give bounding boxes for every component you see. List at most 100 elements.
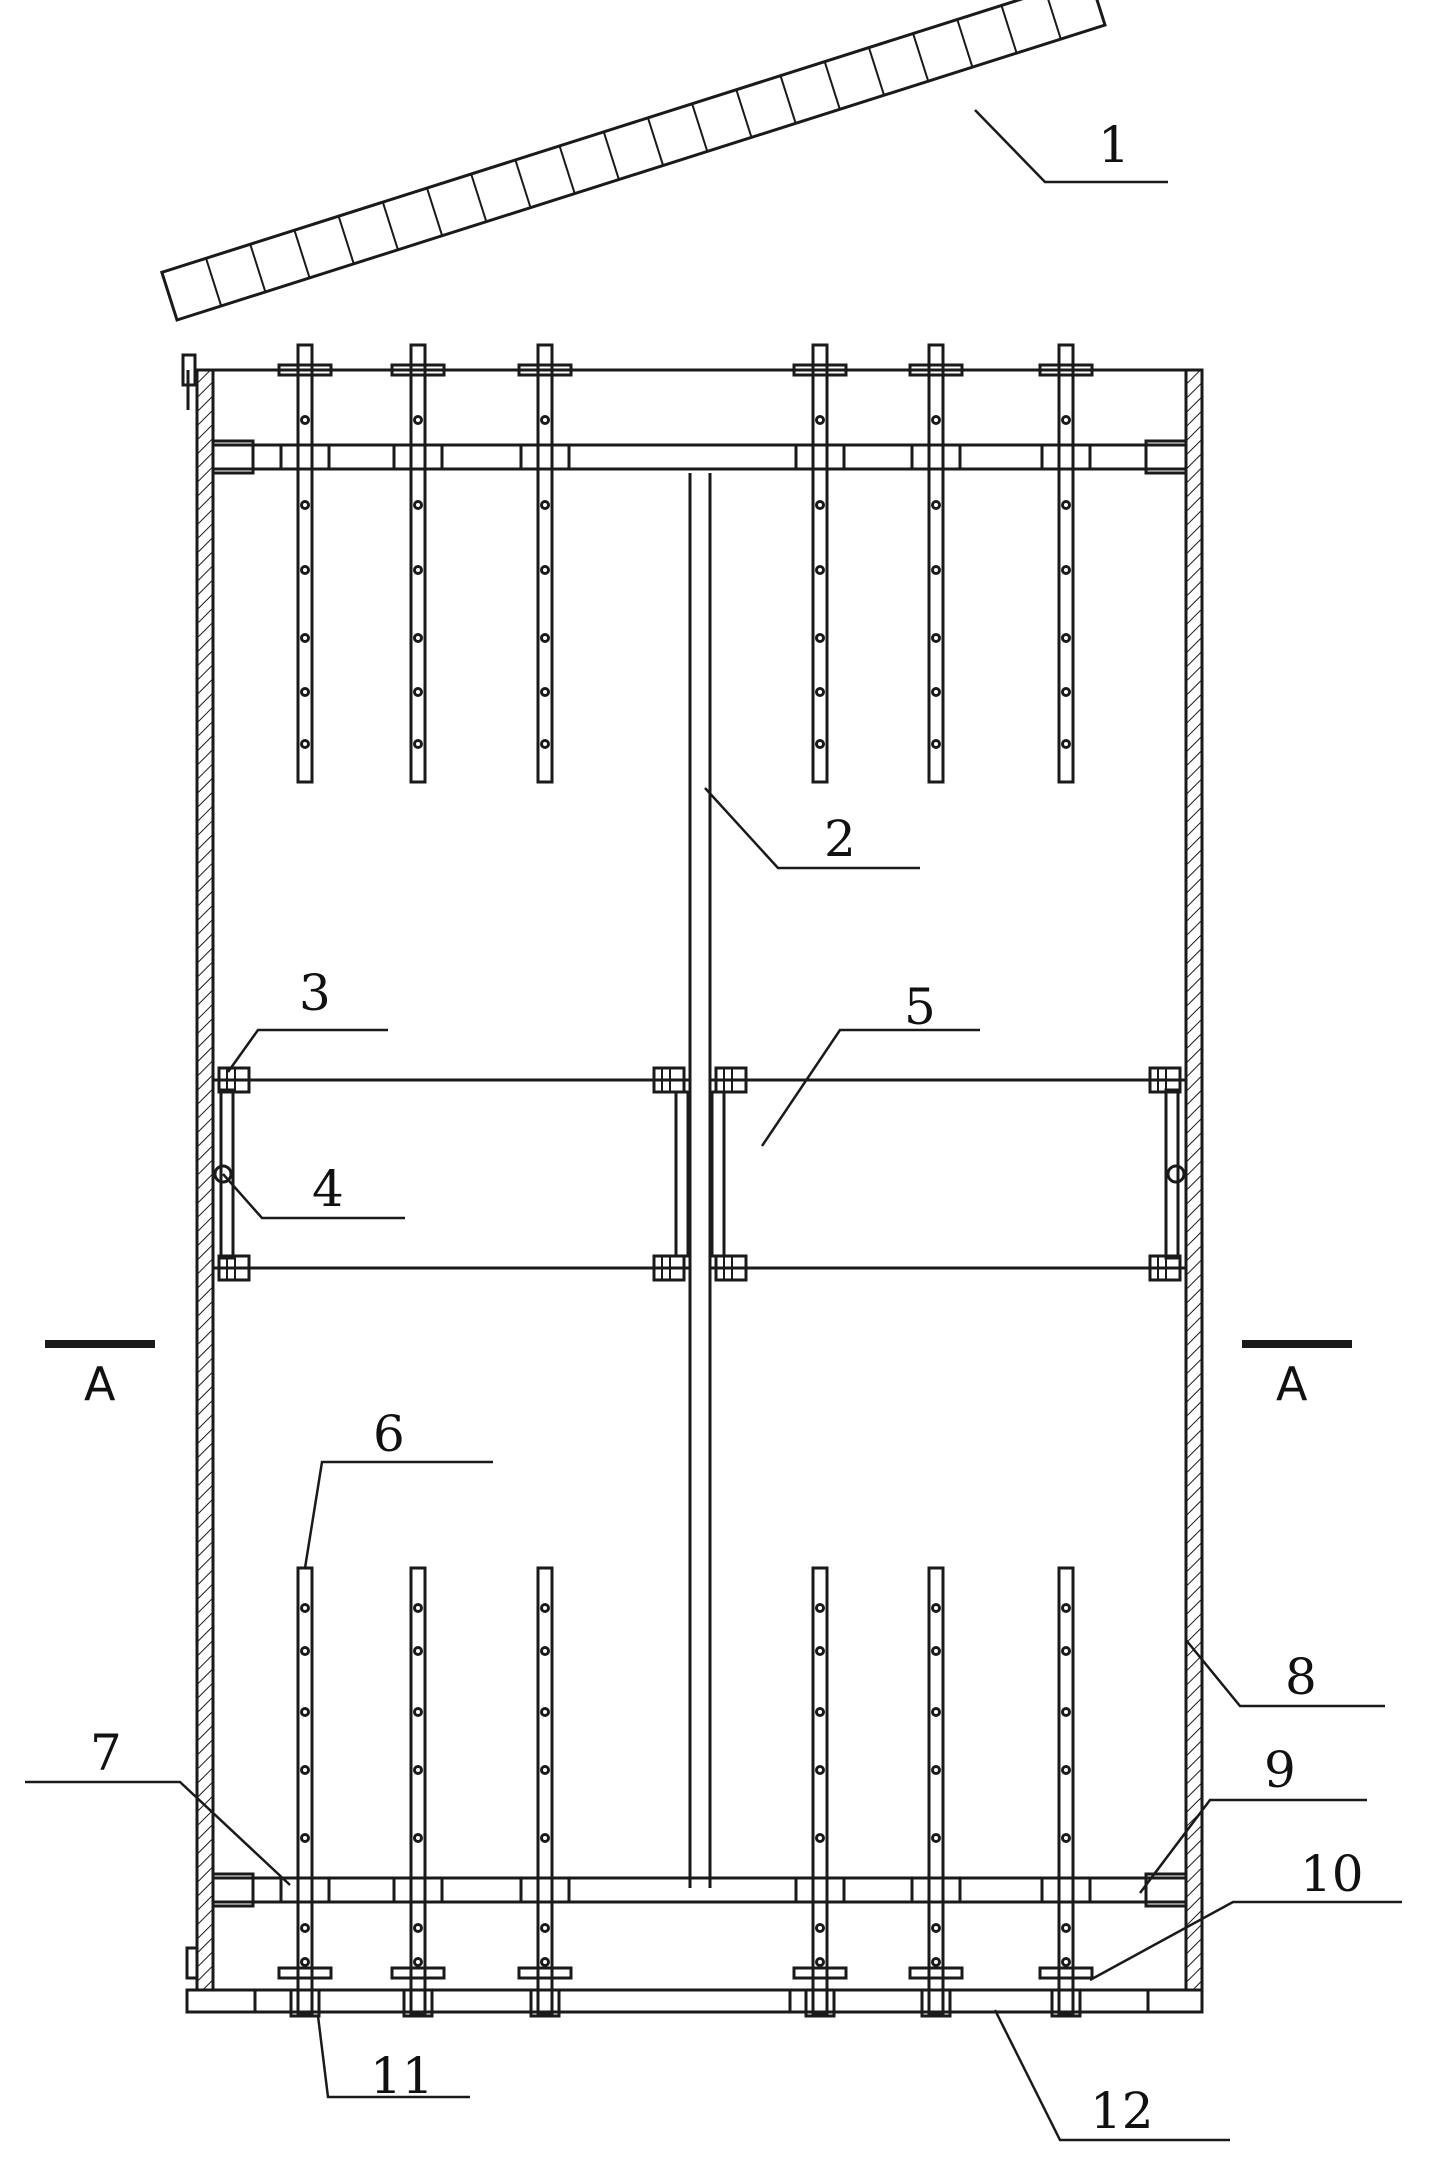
beam-joint xyxy=(519,1876,571,1904)
lid-segment xyxy=(602,131,620,180)
rod-hole xyxy=(300,415,310,425)
leader-4 xyxy=(222,1173,405,1220)
rod-hole xyxy=(931,1646,941,1656)
lid-segment xyxy=(1000,5,1018,54)
lid-segment xyxy=(735,89,753,138)
label-1: 1 xyxy=(1098,116,1130,174)
leader-1 xyxy=(974,109,1168,184)
rod xyxy=(1057,343,1075,784)
rod-cap xyxy=(390,1966,446,1980)
rod-hole xyxy=(300,739,310,749)
lid-segment xyxy=(779,75,797,124)
rod-hole xyxy=(540,1707,550,1717)
beam-joint xyxy=(392,443,444,471)
rod xyxy=(1057,1566,1075,2017)
section-label-right: A xyxy=(1276,1357,1308,1411)
lid-segment xyxy=(558,145,576,194)
rod xyxy=(296,1566,314,2017)
rod xyxy=(296,343,314,784)
beam-joint xyxy=(279,443,331,471)
rod-hole xyxy=(300,687,310,697)
rod-hole xyxy=(540,739,550,749)
leader-5 xyxy=(760,1028,980,1147)
rod-hole xyxy=(931,1765,941,1775)
rod-hole xyxy=(300,1603,310,1613)
leader-11 xyxy=(316,2015,470,2099)
rod-hole xyxy=(540,1957,550,1967)
rod-hole xyxy=(413,739,423,749)
rod xyxy=(409,343,427,784)
rod-cap xyxy=(517,1966,573,1980)
rod-hole xyxy=(815,1646,825,1656)
base-socket xyxy=(804,1988,836,2018)
leader-10 xyxy=(1089,1900,1402,1982)
leader-2 xyxy=(704,787,920,870)
lid-segment xyxy=(205,257,223,307)
rod-hole xyxy=(815,1833,825,1843)
rod-hole xyxy=(413,1833,423,1843)
leader-6 xyxy=(303,1460,493,1569)
rod-hole xyxy=(815,1603,825,1613)
center-bracket-left xyxy=(674,1090,690,1258)
upper-hanging-rods xyxy=(277,343,1094,784)
rod xyxy=(927,1566,945,2017)
rod-hole xyxy=(1061,1765,1071,1775)
rod-hole xyxy=(1061,415,1071,425)
rod-hole xyxy=(815,1765,825,1775)
rod-hole xyxy=(413,1923,423,1933)
rod-hole xyxy=(413,415,423,425)
drawer-handle xyxy=(1166,1164,1186,1184)
leader-7 xyxy=(25,1780,291,1886)
drawer-front xyxy=(1164,1088,1180,1260)
rod-hole xyxy=(540,565,550,575)
bottom-support-beam xyxy=(211,1872,1188,1908)
rod-hole xyxy=(413,633,423,643)
rod-hole xyxy=(815,1923,825,1933)
lid-segment xyxy=(426,187,444,237)
drawer-front xyxy=(219,1088,235,1260)
beam-end-right xyxy=(1144,439,1188,475)
base-socket xyxy=(1050,1988,1082,2018)
rod-hole xyxy=(300,1707,310,1717)
left-wall-hatched xyxy=(195,368,215,1992)
rod-hole xyxy=(931,565,941,575)
leader-3 xyxy=(226,1028,388,1073)
drawer-handle xyxy=(213,1164,233,1184)
rod-hole xyxy=(300,1765,310,1775)
part-labels: 1 2 3 4 5 6 7 8 9 10 11 12 xyxy=(90,116,1364,2140)
rod-hole xyxy=(931,415,941,425)
rod-hole xyxy=(931,500,941,510)
center-post xyxy=(688,473,712,1888)
rod-hole xyxy=(931,1957,941,1967)
center-bracket-right xyxy=(710,1090,726,1258)
rod-hole xyxy=(931,633,941,643)
beam-joint xyxy=(392,1876,444,1904)
rod xyxy=(811,343,829,784)
rod-hole xyxy=(540,1765,550,1775)
lid-segment xyxy=(956,19,974,68)
beam-joint xyxy=(1040,443,1092,471)
rod-hole xyxy=(540,415,550,425)
beam-body xyxy=(211,443,1188,471)
rod-cap xyxy=(517,363,573,377)
rod-hole xyxy=(931,687,941,697)
rod-hole xyxy=(300,633,310,643)
lid-segment xyxy=(337,215,355,265)
lid-segment xyxy=(1047,0,1062,40)
rod-hole xyxy=(1061,633,1071,643)
rod-hole xyxy=(540,1603,550,1613)
rod-hole xyxy=(931,1707,941,1717)
rod xyxy=(409,1566,427,2017)
rod xyxy=(811,1566,829,2017)
beam-joint xyxy=(910,443,962,471)
base-plate xyxy=(185,1988,1204,2018)
middle-drawer-units xyxy=(213,1066,1186,1282)
label-2: 2 xyxy=(824,810,856,868)
rod-hole xyxy=(540,500,550,510)
lid-segment xyxy=(823,61,841,110)
lid-segment xyxy=(249,243,267,293)
rod-hole xyxy=(815,1707,825,1717)
rod-hole xyxy=(300,1646,310,1656)
rod-hole xyxy=(931,1833,941,1843)
